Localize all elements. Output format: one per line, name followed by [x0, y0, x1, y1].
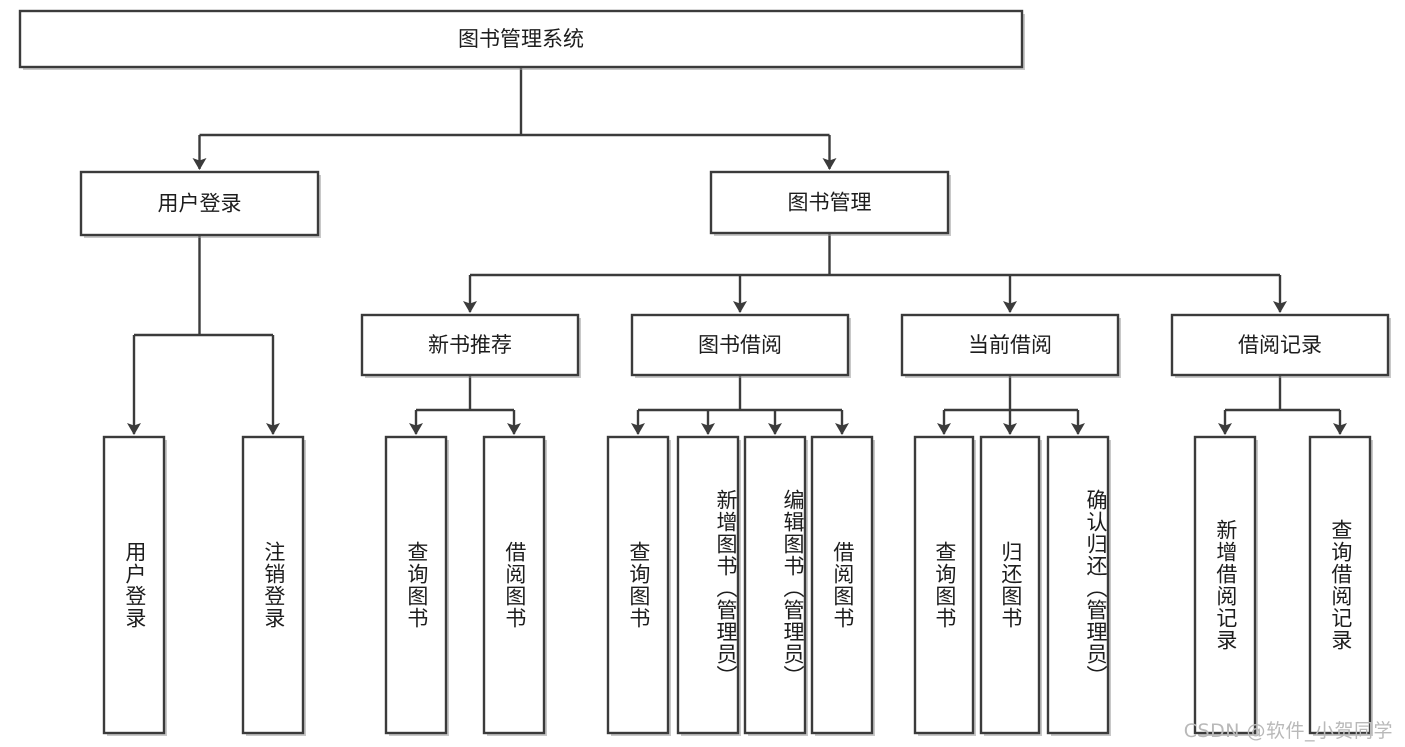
- leaf-label: 用户登录: [122, 541, 147, 629]
- leaf-label: 查询借阅记录: [1328, 519, 1353, 651]
- node-leaf-edit-book[interactable]: 编辑图书（管理员）: [743, 435, 808, 736]
- node-label: 用户登录: [158, 192, 242, 216]
- leaf-label: 新增借阅记录: [1213, 519, 1238, 651]
- node-label: 图书管理: [788, 191, 872, 215]
- leaf-label: 借阅图书: [502, 541, 527, 629]
- leaf-label: 编辑图书（管理员）: [781, 489, 805, 687]
- node-leaf-query-book-cur[interactable]: 查询图书: [913, 435, 976, 736]
- node-user-login[interactable]: 用户登录: [79, 170, 321, 238]
- connector-lines: [127, 67, 1347, 435]
- node-borrow-record[interactable]: 借阅记录: [1170, 313, 1391, 378]
- node-leaf-query-book-rec[interactable]: 查询图书: [384, 435, 449, 736]
- node-leaf-borrow-book-rec[interactable]: 借阅图书: [482, 435, 547, 736]
- node-leaf-user-login[interactable]: 用户登录: [102, 435, 167, 736]
- node-leaf-add-record[interactable]: 新增借阅记录: [1193, 435, 1258, 736]
- node-leaf-return-book[interactable]: 归还图书: [979, 435, 1042, 736]
- leaf-label: 归还图书: [998, 541, 1023, 629]
- node-label: 图书管理系统: [458, 27, 584, 51]
- node-label: 借阅记录: [1238, 333, 1322, 357]
- node-leaf-logout[interactable]: 注销登录: [241, 435, 306, 736]
- node-leaf-add-book[interactable]: 新增图书（管理员）: [676, 435, 741, 736]
- leaf-label: 注销登录: [261, 541, 286, 629]
- node-leaf-query-book-bw[interactable]: 查询图书: [606, 435, 671, 736]
- leaf-label: 查询图书: [932, 541, 957, 629]
- leaf-label: 查询图书: [404, 541, 429, 629]
- leaf-label: 查询图书: [626, 541, 651, 629]
- node-leaf-confirm-return[interactable]: 确认归还（管理员）: [1046, 435, 1111, 736]
- leaf-label: 确认归还（管理员）: [1084, 489, 1108, 687]
- node-label: 新书推荐: [428, 333, 512, 357]
- node-label: 当前借阅: [968, 333, 1052, 357]
- node-current-borrow[interactable]: 当前借阅: [900, 313, 1121, 378]
- leaf-label: 新增图书（管理员）: [714, 489, 738, 687]
- node-leaf-borrow-book-bw[interactable]: 借阅图书: [810, 435, 875, 736]
- leaf-label: 借阅图书: [830, 541, 855, 629]
- node-leaf-query-record[interactable]: 查询借阅记录: [1308, 435, 1373, 736]
- node-boxes: 图书管理系统用户登录图书管理新书推荐图书借阅当前借阅借阅记录用户登录注销登录查询…: [18, 9, 1391, 736]
- node-new-book-rec[interactable]: 新书推荐: [360, 313, 581, 378]
- node-root[interactable]: 图书管理系统: [18, 9, 1025, 70]
- node-book-manage[interactable]: 图书管理: [709, 170, 951, 236]
- node-label: 图书借阅: [698, 333, 782, 357]
- node-book-borrow[interactable]: 图书借阅: [630, 313, 851, 378]
